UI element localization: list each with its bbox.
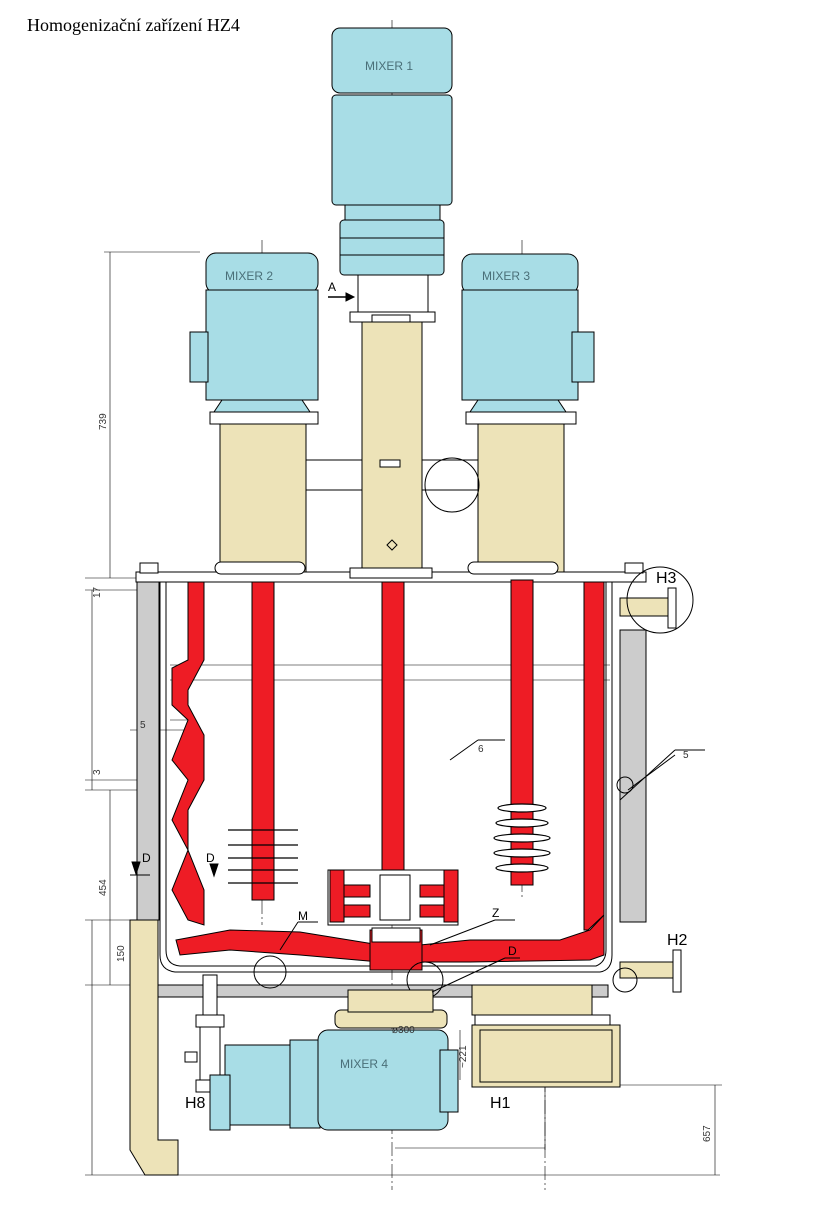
column-brackets [214, 457, 559, 579]
label-h2: H2 [667, 932, 688, 949]
mixer-4-label: MIXER 4 [340, 1057, 388, 1071]
center-rotor [327, 869, 459, 926]
mixer-3-column [477, 423, 565, 573]
label-h8: H8 [185, 1095, 206, 1112]
page-title: Homogenizační zařízení HZ4 [27, 15, 240, 35]
mixer-3-label: MIXER 3 [482, 269, 530, 283]
label-d-inner: D [206, 851, 215, 865]
mixer-2-column [219, 423, 307, 573]
dim-657: 657 [702, 1125, 713, 1142]
label-m: M [298, 909, 308, 923]
mixer-1-label: MIXER 1 [365, 59, 413, 73]
dim-454: 454 [98, 879, 109, 896]
mixer-4-flange [334, 1009, 448, 1029]
nozzle-h3 [619, 566, 694, 634]
weld-6: 6 [478, 744, 484, 755]
dim-739: 739 [98, 413, 109, 430]
dim-3: 3 [92, 769, 103, 775]
dim-17: 17 [92, 586, 103, 598]
mixer-1-motor [331, 27, 453, 276]
dim-300: ⌀300 [392, 1025, 415, 1036]
label-h3: H3 [656, 570, 677, 587]
mixer-2-label: MIXER 2 [225, 269, 273, 283]
dim-221: ~221 [458, 1045, 469, 1068]
rotor-discs [228, 803, 551, 884]
mixer-1-column [361, 321, 423, 573]
label-h1: H1 [490, 1095, 511, 1112]
mixer-3-motor [461, 253, 595, 425]
mixer-4-motor [209, 1029, 459, 1131]
label-a: A [328, 280, 336, 294]
dim-150: 150 [116, 945, 127, 962]
label-z: Z [492, 906, 499, 920]
dim-5: 5 [140, 720, 146, 731]
flange-h1 [471, 1024, 621, 1088]
nozzle-h2 [619, 949, 682, 993]
weld-5: 5 [683, 750, 689, 761]
label-d-bottom: D [508, 944, 517, 958]
valve-h8 [184, 974, 225, 1093]
mixer-1-coupling [357, 274, 429, 316]
label-d-left: D [142, 851, 151, 865]
mixer-2-motor [189, 252, 319, 425]
